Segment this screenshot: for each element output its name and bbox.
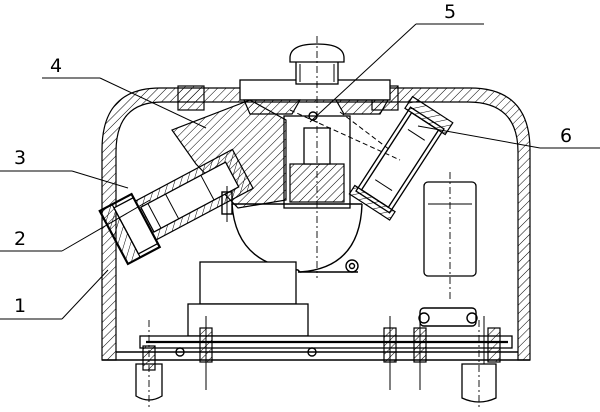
top-cover [177,43,399,115]
feet [135,320,497,410]
callout-1: 1 [14,295,26,317]
callout-3: 3 [14,147,26,169]
lower-motor-block [187,261,478,337]
base-plate [139,316,513,400]
right-box [423,172,477,300]
callout-5: 5 [444,1,456,23]
callout-labels: 3 2 1 4 5 6 [14,1,572,317]
callout-4: 4 [50,55,62,77]
leader-lines [0,23,600,320]
callout-6: 6 [560,125,572,147]
left-inclined-assembly [98,99,287,266]
housing-shell [101,87,531,361]
bowl [231,203,363,273]
center-spindle [283,36,351,278]
right-inclined-assembly [289,95,454,221]
callout-2: 2 [14,228,26,250]
